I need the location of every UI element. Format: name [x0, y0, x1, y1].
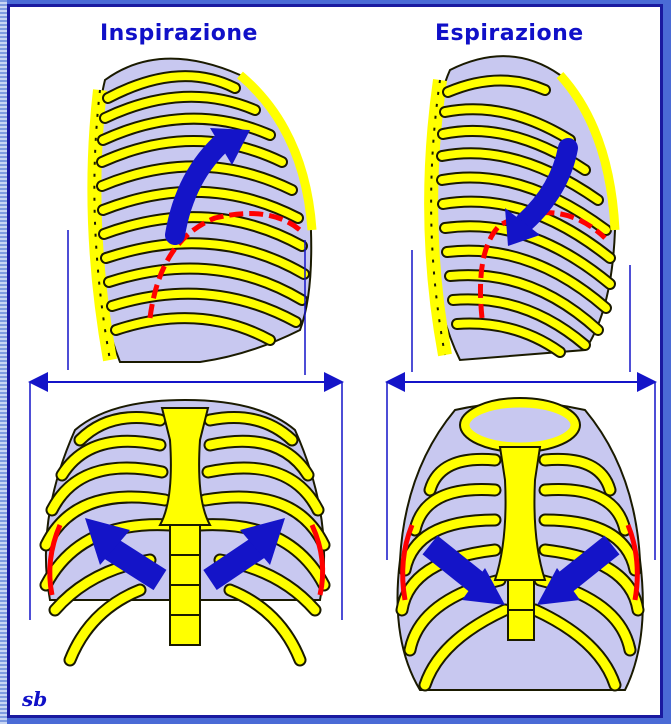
- expiration-frontal-ribcage: [398, 398, 643, 690]
- inspiration-lateral-ribcage: [94, 59, 312, 362]
- expiration-lateral-ribcage: [430, 56, 615, 360]
- inspiration-frontal-ribcage: [46, 400, 324, 660]
